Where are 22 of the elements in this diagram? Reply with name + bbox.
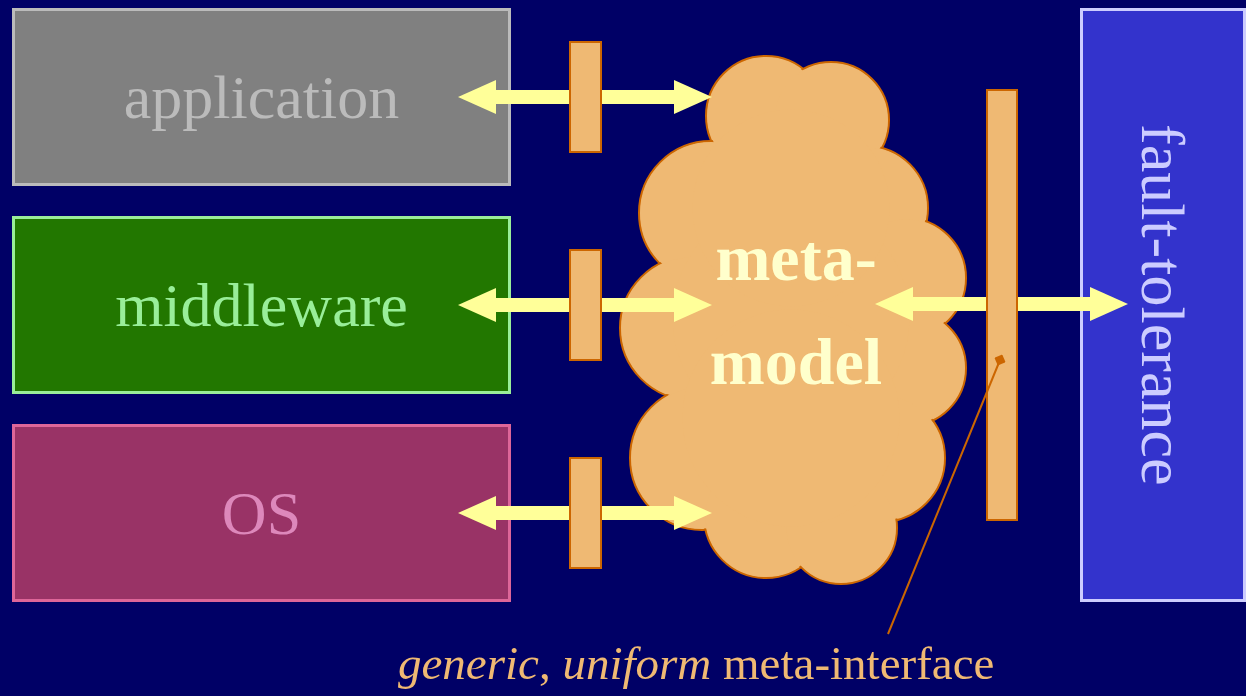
arrow [458, 80, 569, 114]
layer-box [12, 216, 511, 394]
arrow [875, 287, 986, 321]
arrow [602, 80, 712, 114]
arrow [1018, 287, 1128, 321]
arrow [602, 496, 712, 530]
layer-box [12, 424, 511, 602]
callout-text: generic, uniform meta-interface [398, 636, 996, 691]
service-label: fault-tolerance [1132, 124, 1194, 486]
cloud-label: meta- model [708, 220, 884, 400]
service-box [1080, 8, 1246, 602]
interface-bar [569, 41, 602, 153]
layer-label: OS [221, 482, 302, 544]
arrow [458, 288, 569, 322]
leader-line [887, 354, 1006, 635]
layer-box [12, 8, 511, 186]
arrow [458, 496, 569, 530]
layer-label: middleware [115, 274, 408, 336]
interface-bar [986, 89, 1018, 521]
arrow [602, 288, 712, 322]
interface-bar [569, 457, 602, 569]
interface-bar [569, 249, 602, 361]
